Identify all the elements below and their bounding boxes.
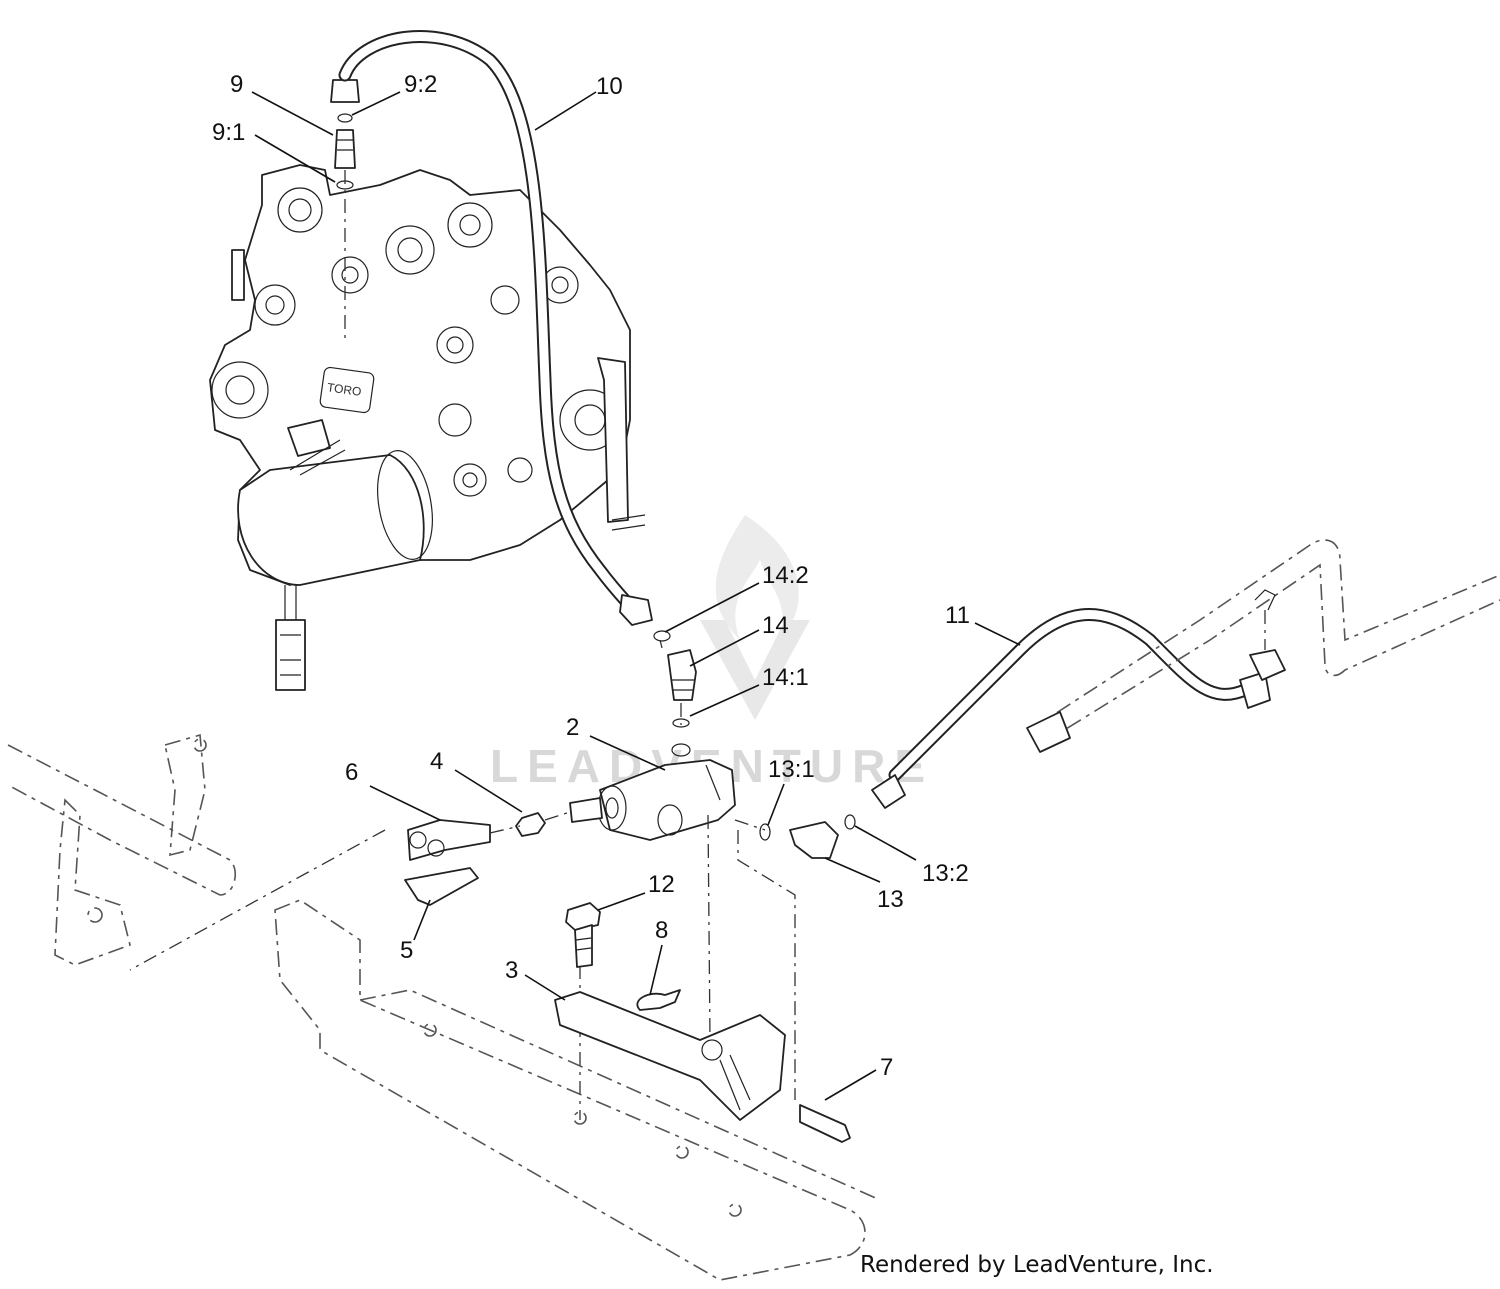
callout-2: 2 <box>566 714 579 741</box>
bracket-3 <box>554 991 786 1121</box>
callout-4: 4 <box>430 748 443 775</box>
hose-11 <box>871 608 1286 809</box>
nut-4 <box>515 812 546 837</box>
callout-5: 5 <box>400 937 413 964</box>
callout-10: 10 <box>596 73 623 100</box>
valve-body-2 <box>569 743 736 841</box>
base-plate <box>274 899 881 1281</box>
callout-11: 11 <box>945 602 970 629</box>
pedal-shaft-left <box>7 733 236 966</box>
callout-14-2: 14:2 <box>762 562 809 589</box>
callout-14-1: 14:1 <box>762 664 809 691</box>
cotter-pin-8 <box>636 989 681 1011</box>
rendered-by-footer: Rendered by LeadVenture, Inc. <box>860 1252 1214 1278</box>
callout-3: 3 <box>505 957 518 984</box>
callout-14: 14 <box>762 612 789 639</box>
callout-13-1: 13:1 <box>768 756 815 783</box>
hydraulic-pump: TORO <box>209 164 646 691</box>
callout-8: 8 <box>655 917 668 944</box>
callout-7: 7 <box>880 1054 893 1081</box>
clevis-6 <box>407 819 491 861</box>
callout-6: 6 <box>345 759 358 786</box>
elbow-13 <box>759 814 856 859</box>
fitting-14 <box>653 630 697 728</box>
hose-10 <box>338 30 653 626</box>
callout-9-2: 9:2 <box>404 71 437 98</box>
bolt-12 <box>565 902 601 968</box>
clip-5 <box>404 867 479 906</box>
frame-tube-right <box>1026 539 1500 753</box>
callout-13: 13 <box>877 886 904 913</box>
leader-lines <box>251 91 1021 1101</box>
callout-12: 12 <box>648 871 675 898</box>
callout-9-1: 9:1 <box>212 119 245 146</box>
callout-13-2: 13:2 <box>922 860 969 887</box>
callout-9: 9 <box>230 71 243 98</box>
pin-7 <box>799 1104 851 1143</box>
callout-labels: 9 9:2 9:1 10 14:2 14 14:1 11 2 4 6 13:1 … <box>212 71 970 1081</box>
watermark: LEADVENTURE <box>490 515 925 792</box>
svg-text:TORO: TORO <box>326 380 362 399</box>
